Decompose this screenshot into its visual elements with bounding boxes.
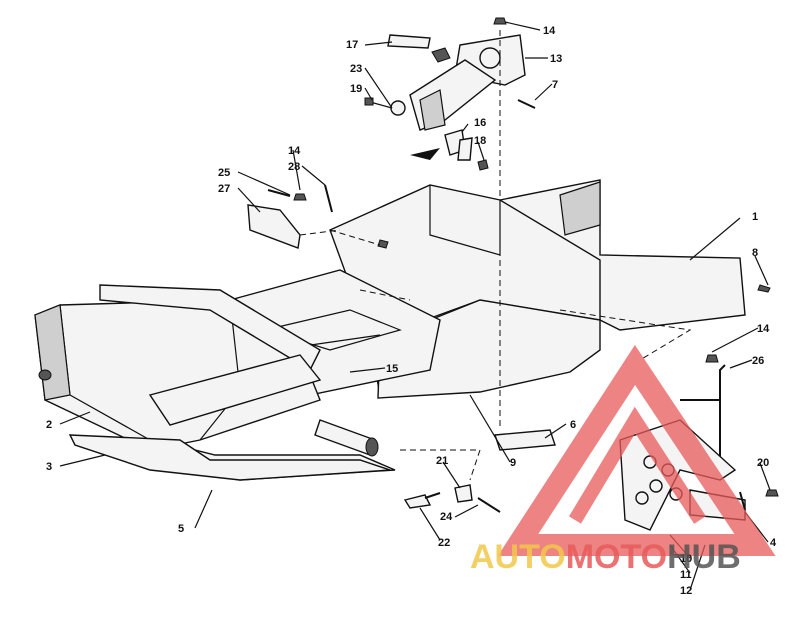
watermark-text: AUTOMOTOHUB [470, 538, 741, 576]
callout-5: 5 [178, 523, 184, 535]
callout-8: 8 [752, 247, 758, 259]
callout-19: 19 [350, 83, 362, 95]
callout-22: 22 [438, 537, 450, 549]
callout-24: 24 [440, 511, 453, 523]
callouts: 1 2 3 4 5 6 7 8 9 10 11 12 13 14 14 14 1… [46, 25, 777, 597]
callout-14a: 14 [543, 25, 556, 37]
callout-17: 17 [346, 39, 358, 51]
callout-26: 26 [752, 355, 764, 367]
callout-3: 3 [46, 461, 52, 473]
small-parts [403, 284, 771, 513]
watermark-moto: MOTO [566, 538, 667, 576]
callout-9: 9 [510, 457, 516, 469]
callout-27: 27 [218, 183, 230, 195]
svg-text:AUTOMOTOHUB: AUTOMOTOHUB [470, 538, 741, 576]
watermark-hub: HUB [667, 538, 741, 576]
chassis-frame [34, 179, 746, 481]
callout-6: 6 [570, 419, 576, 431]
leader-lines [59, 21, 771, 591]
callout-4: 4 [770, 537, 777, 549]
callout-11: 11 [680, 569, 692, 581]
callout-16: 16 [474, 117, 486, 129]
callout-2: 2 [46, 419, 52, 431]
callout-10: 10 [680, 553, 692, 565]
callout-28: 28 [288, 161, 300, 173]
callout-25: 25 [218, 167, 230, 179]
seat-bracket [247, 184, 389, 249]
callout-23: 23 [350, 63, 362, 75]
watermark-logo [497, 344, 776, 556]
callout-13: 13 [550, 53, 562, 65]
steering-bracket [364, 17, 536, 171]
callout-18: 18 [474, 135, 486, 147]
callout-14b: 14 [288, 145, 301, 157]
callout-7: 7 [552, 79, 558, 91]
watermark-auto: AUTO [470, 538, 566, 576]
callout-20: 20 [757, 457, 769, 469]
callout-14c: 14 [757, 323, 770, 335]
callout-15: 15 [386, 363, 398, 375]
callout-12: 12 [680, 585, 692, 597]
callout-1: 1 [752, 211, 758, 223]
assembly-lines [299, 30, 692, 481]
callout-21: 21 [436, 455, 448, 467]
